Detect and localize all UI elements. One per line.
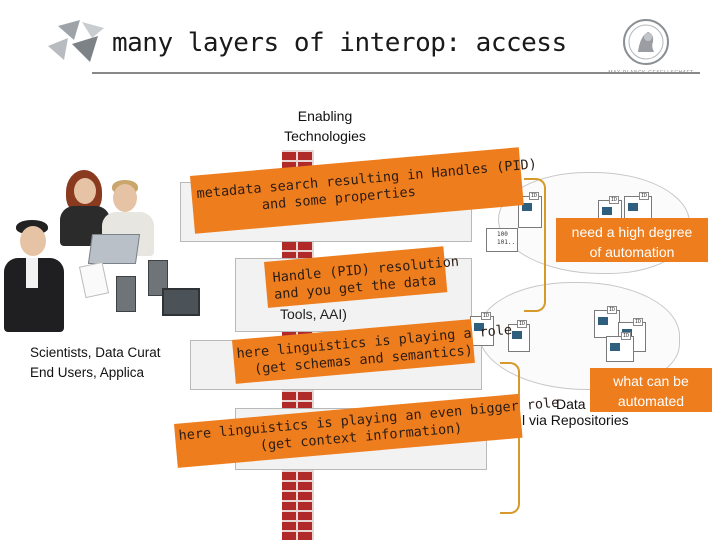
bracket-top (524, 178, 546, 312)
users-description: Scientists, Data Curat End Users, Applic… (30, 343, 161, 383)
automated-note: what can be automated (590, 368, 712, 412)
repository-document: ID (508, 320, 530, 352)
bracket-bottom (500, 362, 520, 514)
enabling-label-line1: Enabling (297, 108, 353, 124)
computer-cluster (110, 258, 200, 328)
repository-document: ID (606, 332, 634, 362)
paper-sheet (78, 261, 110, 299)
page-title: many layers of interop: access (112, 28, 567, 58)
users-line1: Scientists, Data Curat (30, 345, 161, 360)
repositories-fragment: l via Repositories (522, 412, 629, 428)
automation-note-line1: need a high degree (571, 224, 693, 240)
max-planck-seal-icon (622, 18, 670, 66)
repositories-fragment-text: via Repositories (529, 412, 629, 428)
automated-note-line2: automated (617, 393, 685, 409)
users-line2: End Users, Applica (30, 365, 145, 380)
enabling-label-line2: Technologies (284, 128, 366, 144)
enabling-technologies-label: Enabling Technologies (240, 106, 410, 146)
automated-note-line1: what can be (613, 373, 689, 389)
bitstream-document: 100 101.. (486, 228, 518, 252)
people-illustration (0, 168, 170, 338)
server-icon (116, 276, 136, 312)
aai-layer-fragment: Tools, AAI) (280, 306, 347, 322)
title-divider (92, 72, 700, 74)
automation-note: need a high degree of automation (556, 218, 708, 262)
monitor-icon (162, 288, 200, 316)
repository-document: ID (470, 312, 494, 346)
logo-icon (46, 16, 106, 64)
data-fragment: Data (556, 396, 586, 412)
server-icon (148, 260, 168, 296)
automation-note-line2: of automation (589, 244, 675, 260)
repository-document: ID (594, 306, 620, 338)
seal-caption: MAX-PLANCK-GESELLSCHAFT (608, 70, 694, 76)
